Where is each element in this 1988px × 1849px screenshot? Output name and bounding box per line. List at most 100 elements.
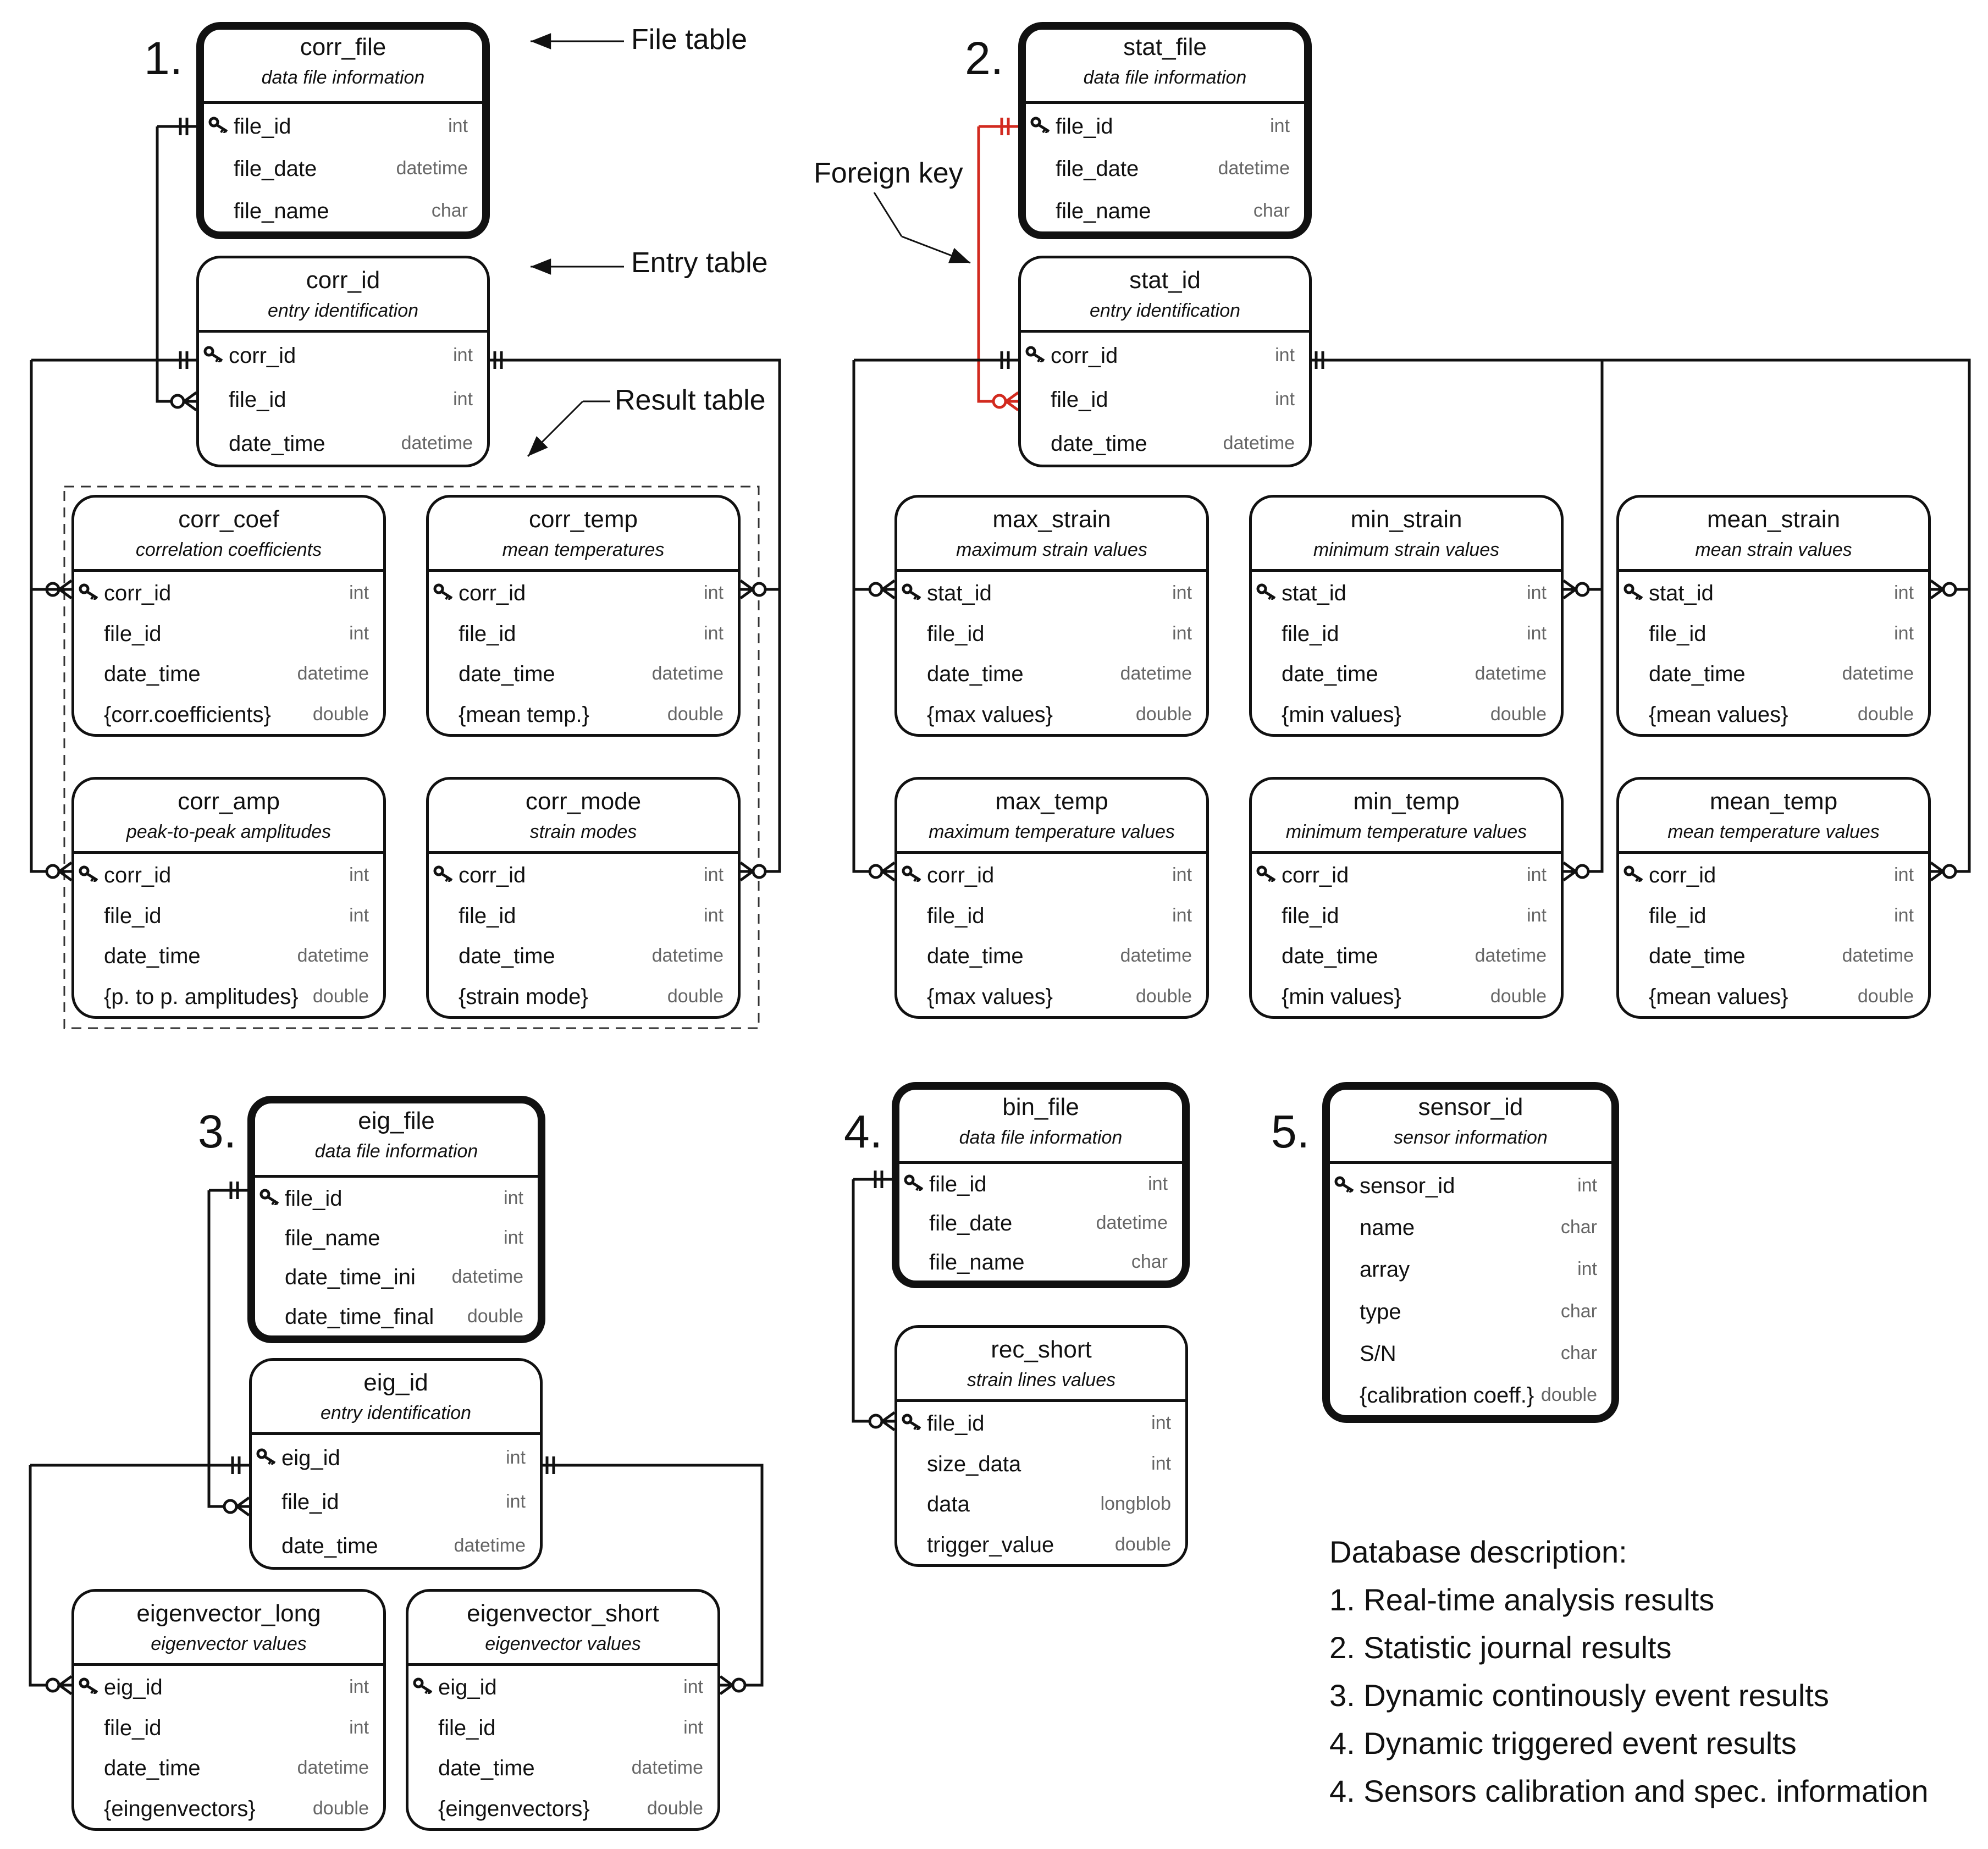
zero-or-many-marker — [868, 864, 883, 879]
field-name: file_id — [285, 1186, 343, 1211]
field-type: double — [667, 986, 724, 1007]
crowfoot — [1005, 391, 1019, 403]
field-type: int — [349, 1676, 369, 1697]
field-type: double — [667, 704, 724, 725]
description-item: 3. Dynamic continously event results — [1329, 1678, 1829, 1713]
crowfoot — [1930, 588, 1944, 600]
crowfoot — [183, 400, 197, 412]
field-type: double — [1135, 704, 1192, 725]
field-type: double — [1490, 986, 1547, 1007]
field-name: date_time — [459, 944, 555, 969]
table-subtitle: mean temperature values — [1667, 821, 1880, 842]
key-icon — [203, 346, 224, 363]
field-name: file_id — [927, 621, 985, 646]
table-name: corr_id — [306, 267, 380, 294]
crowfoot — [1930, 579, 1944, 591]
field-type: int — [1894, 582, 1914, 603]
field-type: char — [1560, 1342, 1597, 1364]
field-name: file_id — [104, 1715, 162, 1740]
field-type: int — [1894, 864, 1914, 885]
zero-or-many-marker — [1575, 582, 1590, 597]
field-name: {eingenvectors} — [438, 1797, 590, 1822]
crowfoot — [719, 1675, 733, 1687]
field-type: char — [431, 200, 468, 222]
key-icon — [433, 583, 454, 601]
field-name: date_time — [927, 944, 1024, 969]
zero-or-many-marker — [1942, 864, 1957, 879]
field-type: char — [1560, 1217, 1597, 1238]
crowfoot — [58, 1684, 73, 1696]
field-name: file_id — [281, 1490, 339, 1514]
field-row: {corr.coefficients}double — [74, 693, 383, 734]
key-icon — [902, 1414, 923, 1431]
field-name: date_time — [104, 1756, 201, 1781]
table-name: corr_mode — [525, 788, 642, 815]
crowfoot — [739, 870, 754, 882]
zero-or-many-marker — [992, 394, 1007, 409]
field-name: eig_id — [281, 1446, 340, 1470]
field-row: {calibration coeff.}double — [1330, 1373, 1611, 1415]
field-type: double — [1490, 704, 1547, 725]
zero-or-many-marker — [45, 1677, 60, 1693]
field-type: int — [1894, 904, 1914, 926]
zero-or-many-marker — [731, 1677, 747, 1693]
field-row: date_time datetime — [1252, 934, 1561, 976]
field-name: {corr.coefficients} — [104, 703, 271, 727]
group-number-3: 3. — [198, 1106, 237, 1157]
field-name: {p. to p. amplitudes} — [104, 985, 299, 1009]
table-name: rec_short — [991, 1336, 1092, 1363]
key-icon — [1623, 583, 1644, 601]
field-type: datetime — [1223, 433, 1295, 454]
field-type: datetime — [651, 663, 724, 685]
field-name: eig_id — [438, 1675, 497, 1699]
key-icon — [904, 1174, 925, 1192]
field-name: file_id — [1056, 114, 1113, 139]
key-icon — [1334, 1176, 1355, 1194]
field-name: file_id — [1051, 388, 1108, 412]
relationship-line — [852, 360, 894, 873]
field-type: double — [1135, 986, 1192, 1007]
table-subtitle: data file information — [261, 67, 425, 88]
field-type: datetime — [1475, 945, 1547, 967]
field-type: int — [1275, 389, 1295, 410]
description-item: 2. Statistic journal results — [1329, 1630, 1672, 1665]
field-type: int — [448, 115, 468, 136]
field-type: datetime — [1475, 663, 1547, 685]
field-name: date_time — [1282, 944, 1378, 969]
field-type: datetime — [1218, 158, 1290, 179]
field-type: datetime — [396, 158, 468, 179]
key-icon — [79, 583, 100, 601]
field-type: int — [1577, 1259, 1597, 1280]
field-type: int — [349, 864, 369, 885]
zero-or-many-marker — [170, 394, 185, 409]
field-type: char — [1131, 1251, 1168, 1272]
